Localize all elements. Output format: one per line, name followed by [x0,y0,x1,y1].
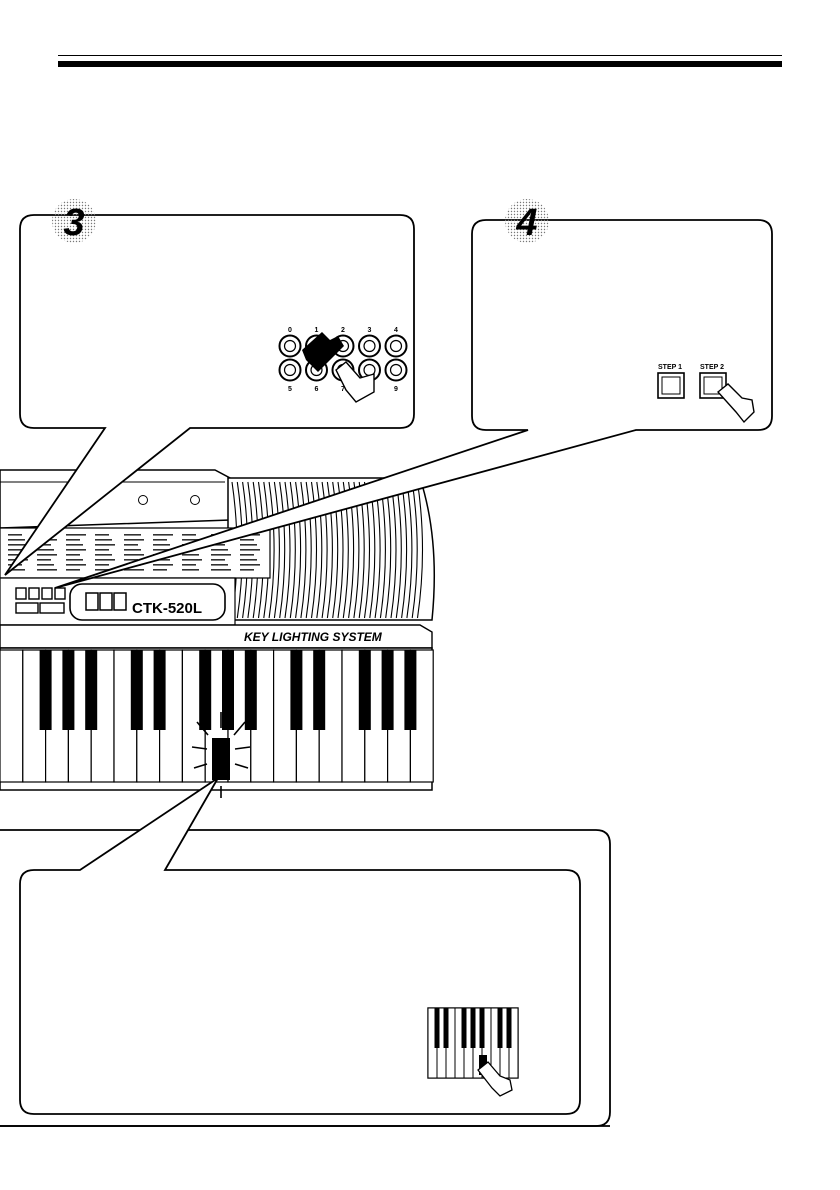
pressing-finger-icon [302,332,344,372]
step-4-badge [505,199,549,243]
black-key [358,650,371,730]
black-key [290,650,303,730]
step-3-number: 3 [63,202,84,244]
black-key [199,650,212,730]
header-rule-thin [58,55,782,56]
keypad-label: 7 [341,386,345,393]
black-key [153,650,166,730]
white-key [0,649,24,783]
key-lighting-system-label: KEY LIGHTING SYSTEM [244,630,383,644]
black-key [244,650,257,730]
keypad-label: 9 [394,386,398,393]
step-4-callout: 4 STEP 1 STEP 2 [54,199,773,589]
header-rule-thick [58,61,782,67]
step-4-number: 4 [515,202,537,244]
black-key [404,650,417,730]
hand-icon [716,383,755,424]
panel-hole-3 [190,495,200,505]
black-key [39,650,52,730]
keypad-label: 3 [368,327,372,334]
keypad-label: 2 [341,327,345,334]
black-key [85,650,98,730]
model-name: CTK-520L [132,600,202,617]
key-lighting-callout [0,777,611,1127]
panel-hole-2 [138,495,148,505]
led-display [85,592,127,611]
step1-label: STEP 1 [658,364,682,371]
black-key [381,650,394,730]
mini-keyboard-icon [427,1007,519,1097]
keypad-label: 5 [288,386,292,393]
keypad-label: 4 [394,327,398,334]
black-key [313,650,326,730]
step2-label: STEP 2 [700,364,724,371]
step-3-callout: 3 0516273849 [4,199,415,576]
light-rays [191,712,251,798]
step-3-badge [52,199,96,243]
keypad-label: 1 [315,327,319,334]
hand-icon [335,361,375,403]
keypad-label: 0 [288,327,292,334]
lit-key [212,738,230,780]
black-key [222,650,234,730]
keypad-label: 6 [315,386,319,393]
mini-control-buttons [15,587,66,614]
black-key [62,650,75,730]
black-key [130,650,143,730]
black-keys [39,650,417,730]
